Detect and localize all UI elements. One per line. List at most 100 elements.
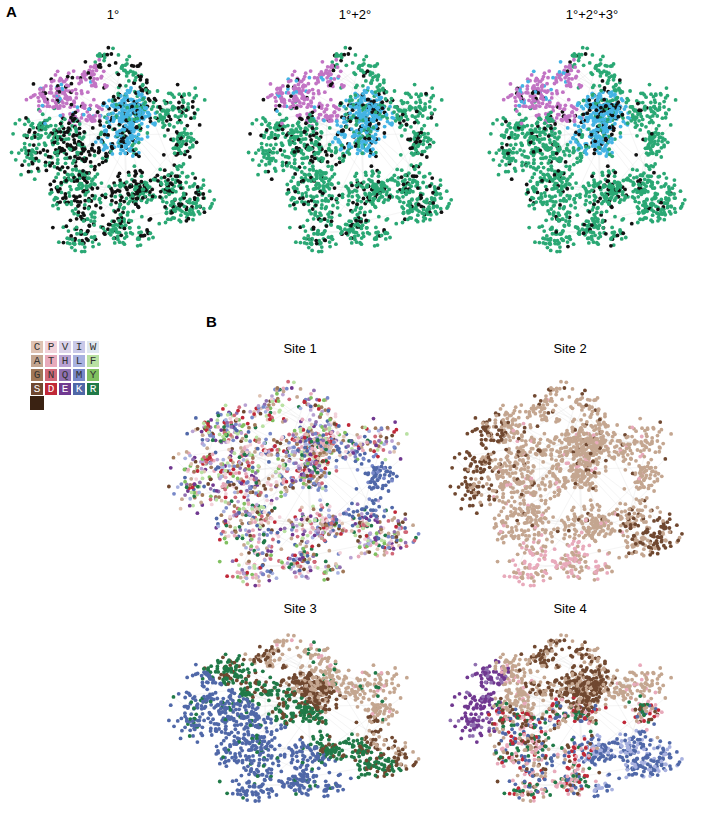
network-node-dot — [64, 196, 68, 200]
network-node-dot — [163, 205, 167, 209]
network-node-dot — [52, 128, 56, 132]
network-node-dot — [145, 131, 149, 135]
network-node-dot — [140, 174, 144, 178]
network-node-dot — [78, 242, 82, 246]
network-node-dot — [198, 123, 202, 127]
network-node-dot — [79, 200, 83, 204]
network-node-dot — [118, 202, 122, 206]
network-node-dot — [156, 89, 160, 93]
network-node-dot — [113, 184, 117, 188]
network-node-dot — [97, 150, 101, 154]
network-node-dot — [76, 76, 80, 80]
network-node-dot — [129, 69, 133, 73]
network-node-dot — [69, 218, 73, 222]
network-node-dot — [110, 145, 114, 149]
network-node-dot — [143, 115, 147, 119]
network-node-dot — [48, 183, 52, 187]
network-node-dot — [63, 192, 67, 196]
network-node-dot — [141, 196, 145, 200]
network-node-dot — [132, 164, 136, 168]
network-node-dot — [152, 178, 156, 182]
network-node-dot — [122, 128, 126, 132]
network-node-dot — [86, 217, 90, 221]
network-node-dot — [189, 116, 193, 120]
network-node-dot — [169, 92, 173, 96]
network-node-dot — [186, 149, 190, 153]
network-node-dot — [334, 242, 338, 246]
legend-extra-cell — [30, 396, 44, 410]
network-node-dot — [79, 152, 83, 156]
network-node-dot — [44, 164, 48, 168]
network-node-dot — [112, 237, 116, 241]
network-node-dot — [121, 241, 125, 245]
network-node-dot — [103, 56, 107, 60]
network-node-dot — [33, 93, 37, 97]
network-node-dot — [107, 185, 111, 189]
network-node-dot — [98, 197, 102, 201]
network-node-dot — [131, 154, 135, 158]
network-node-dot — [65, 236, 69, 240]
network-node-dot — [129, 86, 133, 90]
network-node-dot — [118, 84, 122, 88]
network-node-dot — [193, 111, 197, 115]
network-node-dot — [101, 213, 105, 217]
network-node-dot — [182, 162, 186, 166]
network-node-dot — [75, 232, 79, 236]
network-node-dot — [328, 240, 332, 244]
network-node-dot — [56, 141, 60, 145]
network-node-dot — [180, 105, 184, 109]
network-node-dot — [172, 125, 176, 129]
network-node-dot — [99, 206, 103, 210]
network-node-dot — [51, 204, 55, 208]
network-node-dot — [257, 163, 261, 167]
network-node-dot — [95, 77, 99, 81]
network-node-dot — [93, 154, 97, 158]
network-node-dot — [121, 136, 125, 140]
network-node-dot — [73, 242, 77, 246]
network-node-dot — [166, 173, 170, 177]
network-node-dot — [69, 234, 73, 238]
network-node-dot — [74, 96, 78, 100]
network-node-dot — [118, 240, 122, 244]
network-node-dot — [144, 106, 148, 110]
network-node-dot — [183, 127, 187, 131]
network-node-dot — [191, 184, 195, 188]
network-node-dot — [62, 241, 66, 245]
network-node-dot — [100, 181, 104, 185]
network-node-dot — [153, 97, 157, 101]
network-node-dot — [43, 100, 47, 104]
network-node-dot — [111, 111, 115, 115]
network-node-dot — [59, 181, 63, 185]
network-node-dot — [148, 190, 152, 194]
network-node-dot — [128, 226, 132, 230]
network-node-dot — [114, 61, 118, 65]
network-node-dot — [102, 69, 106, 73]
network-node-dot — [170, 171, 174, 175]
network-node-dot — [89, 160, 93, 164]
network-node-dot — [172, 208, 176, 212]
network-node-dot — [74, 88, 78, 92]
network-node-dot — [71, 134, 75, 138]
network-node-dot — [28, 157, 32, 161]
network-node-dot — [93, 183, 97, 187]
network-node-dot — [75, 225, 79, 229]
network-node-dot — [50, 190, 54, 194]
network-node-dot — [81, 173, 85, 177]
network-node-dot — [76, 187, 80, 191]
network-node-dot — [116, 93, 120, 97]
network-node-dot — [178, 180, 182, 184]
network-node-dot — [184, 181, 188, 185]
network-node-dot — [91, 126, 95, 130]
network-node-dot — [37, 99, 41, 103]
network-node-dot — [85, 186, 89, 190]
network-node-dot — [93, 197, 97, 201]
network-node-dot — [178, 208, 182, 212]
network-node-dot — [120, 66, 124, 70]
network-node-dot — [63, 117, 67, 121]
network-node-dot — [99, 201, 103, 205]
network-node-dot — [23, 122, 27, 126]
network-node-dot — [140, 171, 144, 175]
network-node-dot — [24, 116, 28, 120]
network-node-dot — [130, 137, 134, 141]
network-node-dot — [264, 170, 268, 174]
